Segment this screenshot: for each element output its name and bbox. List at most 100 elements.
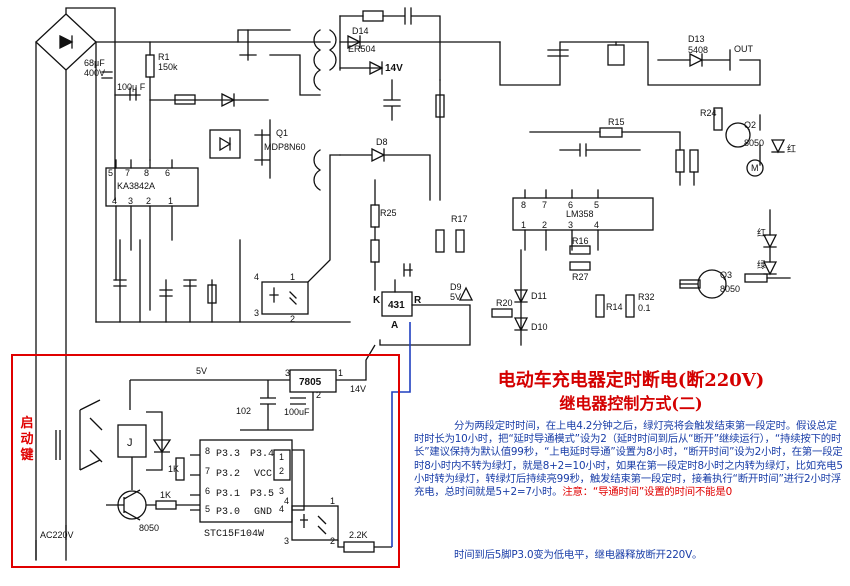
svg-text:8: 8 [144, 168, 149, 178]
highlight-box [11, 354, 400, 568]
svg-text:1: 1 [279, 452, 284, 462]
page-subtitle: 继电器控制方式(二) [559, 394, 703, 413]
svg-text:8050: 8050 [744, 138, 764, 148]
svg-text:P3.0: P3.0 [216, 507, 240, 518]
svg-text:3: 3 [128, 196, 133, 206]
svg-text:2: 2 [316, 390, 321, 400]
svg-text:R16: R16 [572, 236, 589, 246]
svg-text:K: K [373, 295, 381, 306]
svg-text:3: 3 [279, 486, 284, 496]
svg-text:MDP8N60: MDP8N60 [264, 142, 306, 152]
relay-coil [117, 424, 147, 458]
svg-text:D14: D14 [352, 26, 369, 36]
svg-text:J: J [127, 437, 133, 449]
svg-text:7: 7 [205, 466, 210, 476]
ka3842-ic [105, 167, 199, 207]
svg-text:VCC: VCC [254, 469, 272, 480]
svg-text:102: 102 [236, 406, 251, 416]
mcu-stc15f104w [199, 439, 293, 523]
svg-text:5V: 5V [450, 292, 461, 302]
svg-text:红: 红 [757, 227, 766, 238]
svg-text:7: 7 [542, 200, 547, 210]
svg-text:3: 3 [285, 368, 290, 378]
svg-text:绿: 绿 [757, 259, 766, 270]
svg-text:4: 4 [284, 496, 289, 506]
svg-text:OUT: OUT [734, 44, 754, 54]
svg-text:1: 1 [290, 272, 295, 282]
note-text: 注意：“导通时间”设置的时间不能是0 [562, 486, 732, 499]
svg-text:4: 4 [279, 504, 284, 514]
svg-text:2: 2 [279, 466, 284, 476]
svg-text:150k: 150k [158, 62, 178, 72]
svg-text:6: 6 [165, 168, 170, 178]
page-title: 电动车充电器定时断电(断220V) [497, 370, 765, 391]
svg-text:4: 4 [594, 220, 599, 230]
svg-text:M: M [751, 163, 759, 173]
svg-text:14V: 14V [350, 384, 366, 394]
svg-text:GND: GND [254, 507, 272, 518]
svg-text:5: 5 [108, 168, 113, 178]
svg-text:6: 6 [205, 486, 210, 496]
svg-text:R20: R20 [496, 298, 513, 308]
svg-text:AC220V: AC220V [40, 530, 74, 540]
svg-text:R17: R17 [451, 214, 468, 224]
svg-text:P3.2: P3.2 [216, 469, 240, 480]
svg-text:ER504: ER504 [348, 44, 376, 54]
description-body: 分为两段定时时间，在上电4.2分钟之后，绿灯亮将会触发结束第一段定时。假设总定时… [414, 420, 843, 499]
svg-text:2: 2 [542, 220, 547, 230]
svg-text:8050: 8050 [139, 523, 159, 533]
svg-text:R14: R14 [606, 302, 623, 312]
svg-text:2: 2 [290, 314, 295, 324]
svg-text:P3.3: P3.3 [216, 449, 240, 460]
svg-text:1: 1 [168, 196, 173, 206]
svg-text:431: 431 [388, 300, 405, 311]
start-key-label: 启动键 [20, 416, 34, 463]
svg-text:5: 5 [594, 200, 599, 210]
svg-text:100uF: 100uF [284, 407, 310, 417]
svg-text:4: 4 [112, 196, 117, 206]
svg-text:3: 3 [284, 536, 289, 546]
svg-text:R15: R15 [608, 117, 625, 127]
svg-text:5: 5 [205, 504, 210, 514]
svg-text:2.2K: 2.2K [349, 530, 368, 540]
svg-text:R32: R32 [638, 292, 655, 302]
svg-text:68μF: 68μF [84, 58, 105, 68]
svg-text:1K: 1K [168, 464, 179, 474]
svg-text:LM358: LM358 [566, 209, 594, 219]
svg-text:D9: D9 [450, 282, 462, 292]
svg-text:2: 2 [330, 536, 335, 546]
svg-text:400V: 400V [84, 68, 105, 78]
svg-text:2: 2 [146, 196, 151, 206]
svg-text:STC15F104W: STC15F104W [204, 529, 264, 540]
svg-text:D8: D8 [376, 137, 388, 147]
footer-text: 时间到后5脚P3.0变为低电平，继电器释放断开220V。 [454, 549, 703, 561]
svg-text:R1: R1 [158, 52, 170, 62]
svg-text:3: 3 [568, 220, 573, 230]
svg-text:D10: D10 [531, 322, 548, 332]
svg-text:100μ F: 100μ F [117, 82, 146, 92]
svg-text:D13: D13 [688, 34, 705, 44]
svg-text:8: 8 [205, 446, 210, 456]
optocoupler-1 [261, 281, 309, 315]
svg-text:5V: 5V [196, 366, 207, 376]
svg-text:14V: 14V [385, 63, 403, 74]
svg-text:R25: R25 [380, 208, 397, 218]
svg-text:8050: 8050 [720, 284, 740, 294]
svg-text:1: 1 [330, 496, 335, 506]
svg-text:4: 4 [254, 272, 259, 282]
svg-text:1: 1 [338, 368, 343, 378]
svg-text:D11: D11 [531, 291, 547, 301]
svg-text:R: R [414, 295, 422, 306]
svg-text:6: 6 [568, 200, 573, 210]
svg-text:A: A [391, 320, 398, 331]
svg-text:1K: 1K [160, 490, 171, 500]
svg-text:Q1: Q1 [276, 128, 288, 138]
svg-text:KA3842A: KA3842A [117, 181, 155, 191]
svg-text:8: 8 [521, 200, 526, 210]
optocoupler-2 [291, 505, 339, 541]
svg-text:R24: R24 [700, 108, 717, 118]
svg-text:R27: R27 [572, 272, 589, 282]
lm358-ic [512, 197, 654, 231]
svg-text:1: 1 [521, 220, 526, 230]
tl431-regulator [381, 291, 413, 317]
